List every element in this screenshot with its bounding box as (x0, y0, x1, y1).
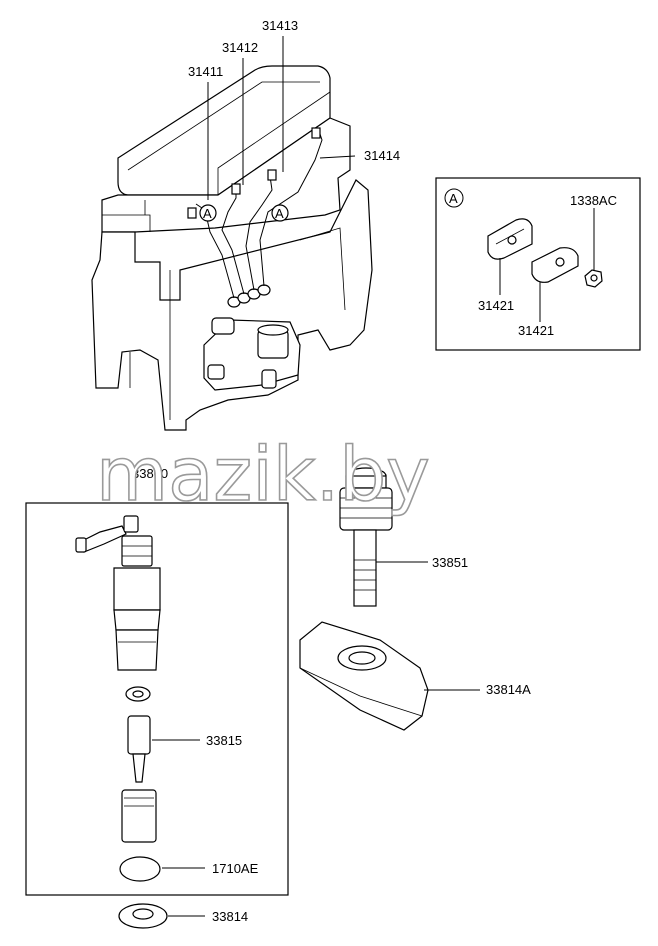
label-33814a: 33814A (486, 682, 531, 697)
label-31414: 31414 (364, 148, 400, 163)
detail-a-box: A 1338AC 31421 31421 (435, 177, 641, 351)
label-31421-top: 31421 (478, 298, 514, 313)
label-31411: 31411 (188, 64, 223, 79)
label-33814: 33814 (212, 909, 248, 924)
watermark: mazik.by (96, 432, 430, 518)
clamp-marker-right: A (275, 206, 284, 221)
detail-marker: A (449, 191, 458, 206)
label-1710ae: 1710AE (212, 861, 259, 876)
label-33815: 33815 (206, 733, 242, 748)
label-31413: 31413 (262, 18, 298, 33)
bolt-and-clamp: 33851 33814A (299, 467, 531, 731)
engine-block: A A (91, 65, 373, 431)
injector-assembly-box: 33800 33815 1710AE 33814 (25, 466, 289, 929)
label-33851: 33851 (432, 555, 468, 570)
clamp-marker-left: A (203, 206, 212, 221)
label-31412: 31412 (222, 40, 258, 55)
label-31421-bottom: 31421 (518, 323, 554, 338)
label-33800: 33800 (132, 466, 168, 481)
label-1338ac: 1338AC (570, 193, 617, 208)
